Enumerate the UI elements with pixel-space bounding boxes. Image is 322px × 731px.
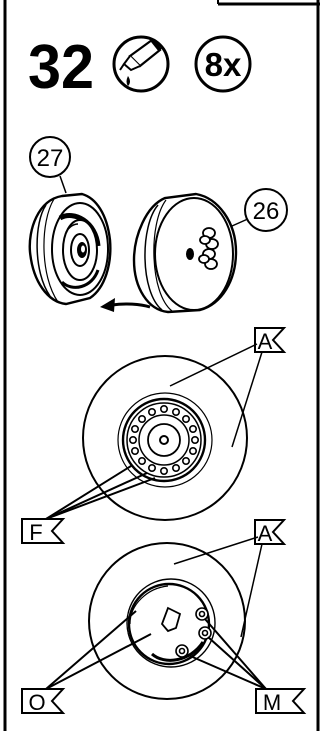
wheel-back-view (89, 543, 245, 699)
glue-tube-icon (114, 37, 168, 91)
label-o-text: O (28, 690, 45, 715)
label-m-text: M (263, 690, 281, 715)
part-27-callout: 27 (30, 137, 70, 193)
label-a-bottom-text: A (258, 521, 273, 546)
part-26-callout: 26 (232, 189, 287, 231)
label-f-text: F (29, 520, 42, 545)
quantity-badge: 8x (196, 37, 250, 91)
quantity-text: 8x (205, 46, 242, 83)
part-26-label: 26 (253, 198, 280, 225)
part-27-label: 27 (37, 145, 64, 172)
step-number: 32 (28, 33, 94, 102)
assembly-arrow (100, 298, 150, 312)
wheel-half-26 (134, 194, 236, 312)
label-a-top-text: A (258, 329, 273, 354)
wheel-half-27 (30, 194, 111, 304)
